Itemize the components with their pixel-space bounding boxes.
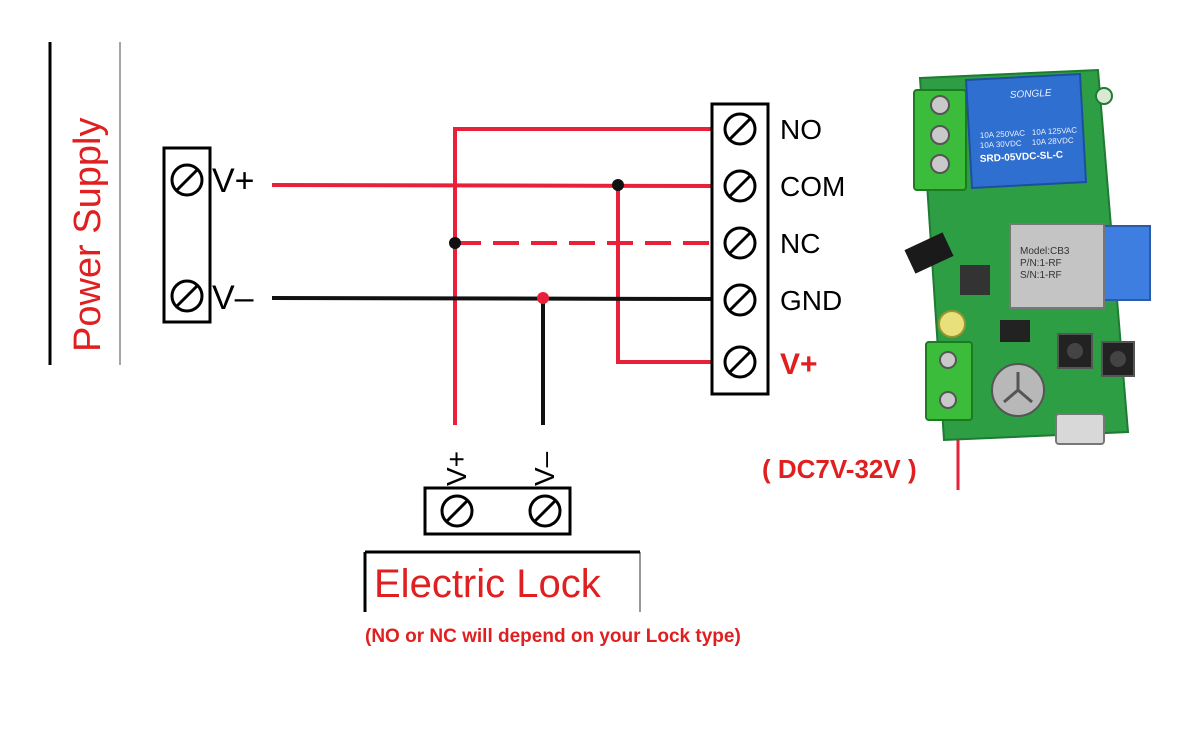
terminal-label-gnd: GND xyxy=(780,285,842,316)
wire-com-to-vplus xyxy=(616,185,718,364)
inductor xyxy=(960,265,990,295)
screw-icon xyxy=(170,279,204,313)
input-terminal-green xyxy=(925,341,973,421)
screw-icon xyxy=(440,494,474,528)
mounting-hole xyxy=(1095,87,1113,105)
wifi-module xyxy=(1009,223,1105,309)
power-supply-title: Power Supply xyxy=(67,118,109,352)
micro-usb-port xyxy=(1055,413,1105,445)
wire-power-positive xyxy=(271,183,719,188)
relay-brand: SONGLE xyxy=(1010,88,1053,101)
pushbutton-cap xyxy=(1110,351,1126,367)
terminal-screw xyxy=(930,154,950,174)
junction-dot-nc xyxy=(449,237,461,249)
pushbutton-cap xyxy=(1067,343,1083,359)
terminal-screw xyxy=(939,391,957,409)
screw-icon xyxy=(723,169,757,203)
screw-icon xyxy=(723,112,757,146)
lock-type-note: (NO or NC will depend on your Lock type) xyxy=(365,626,741,647)
power-supply-vminus-label: V– xyxy=(212,279,254,317)
terminal-label-no: NO xyxy=(780,114,822,145)
relay-component xyxy=(964,72,1088,190)
chip-line-3: S/N:1-RF xyxy=(1020,270,1062,281)
screw-icon xyxy=(528,494,562,528)
screw-icon xyxy=(723,283,757,317)
chip-line-2: P/N:1-RF xyxy=(1020,258,1062,269)
relay-model: SRD-05VDC-SL-C xyxy=(980,150,1064,165)
terminal-label-com: COM xyxy=(780,171,845,202)
junction-dot-com xyxy=(612,179,624,191)
rf-receiver xyxy=(904,232,954,274)
screw-icon xyxy=(170,163,204,197)
wire-no-to-lock xyxy=(453,127,718,425)
junction-dot-gnd xyxy=(537,292,549,304)
ic-chip xyxy=(1000,320,1030,342)
relay-module-board: SONGLE 10A 250VAC 10A 125VAC 10A 30VDC 1… xyxy=(904,68,1151,445)
power-supply: Power Supply V+ V– xyxy=(48,42,255,365)
wire-power-negative xyxy=(271,296,719,301)
capacitor-yellow xyxy=(938,310,966,338)
electric-lock: V+ V– Electric Lock xyxy=(363,451,641,612)
relay-spec-4: 10A 28VDC xyxy=(1032,136,1074,147)
power-supply-vplus-label: V+ xyxy=(212,162,255,200)
relay-terminal-block: NO COM NC GND V+ xyxy=(710,102,845,396)
wires xyxy=(271,127,960,490)
terminal-screw xyxy=(930,125,950,145)
voltage-range-label: ( DC7V-32V ) xyxy=(762,454,917,484)
lock-title: Electric Lock xyxy=(374,562,602,606)
screw-icon xyxy=(723,226,757,260)
terminal-screw xyxy=(930,95,950,115)
terminal-label-vplus: V+ xyxy=(780,348,818,381)
relay-spec-2: 10A 125VAC xyxy=(1032,126,1078,137)
screw-icon xyxy=(723,345,757,379)
chip-line-1: Model:CB3 xyxy=(1020,246,1070,257)
lock-vplus-label: V+ xyxy=(441,451,472,486)
relay-spec-3: 10A 30VDC xyxy=(980,139,1022,150)
lock-vminus-label: V– xyxy=(529,451,560,486)
relay-spec-1: 10A 250VAC xyxy=(980,129,1026,140)
terminal-label-nc: NC xyxy=(780,228,820,259)
capacitor-vent xyxy=(1003,372,1033,404)
wifi-antenna-pcb xyxy=(1097,225,1151,301)
terminal-screw xyxy=(939,351,957,369)
